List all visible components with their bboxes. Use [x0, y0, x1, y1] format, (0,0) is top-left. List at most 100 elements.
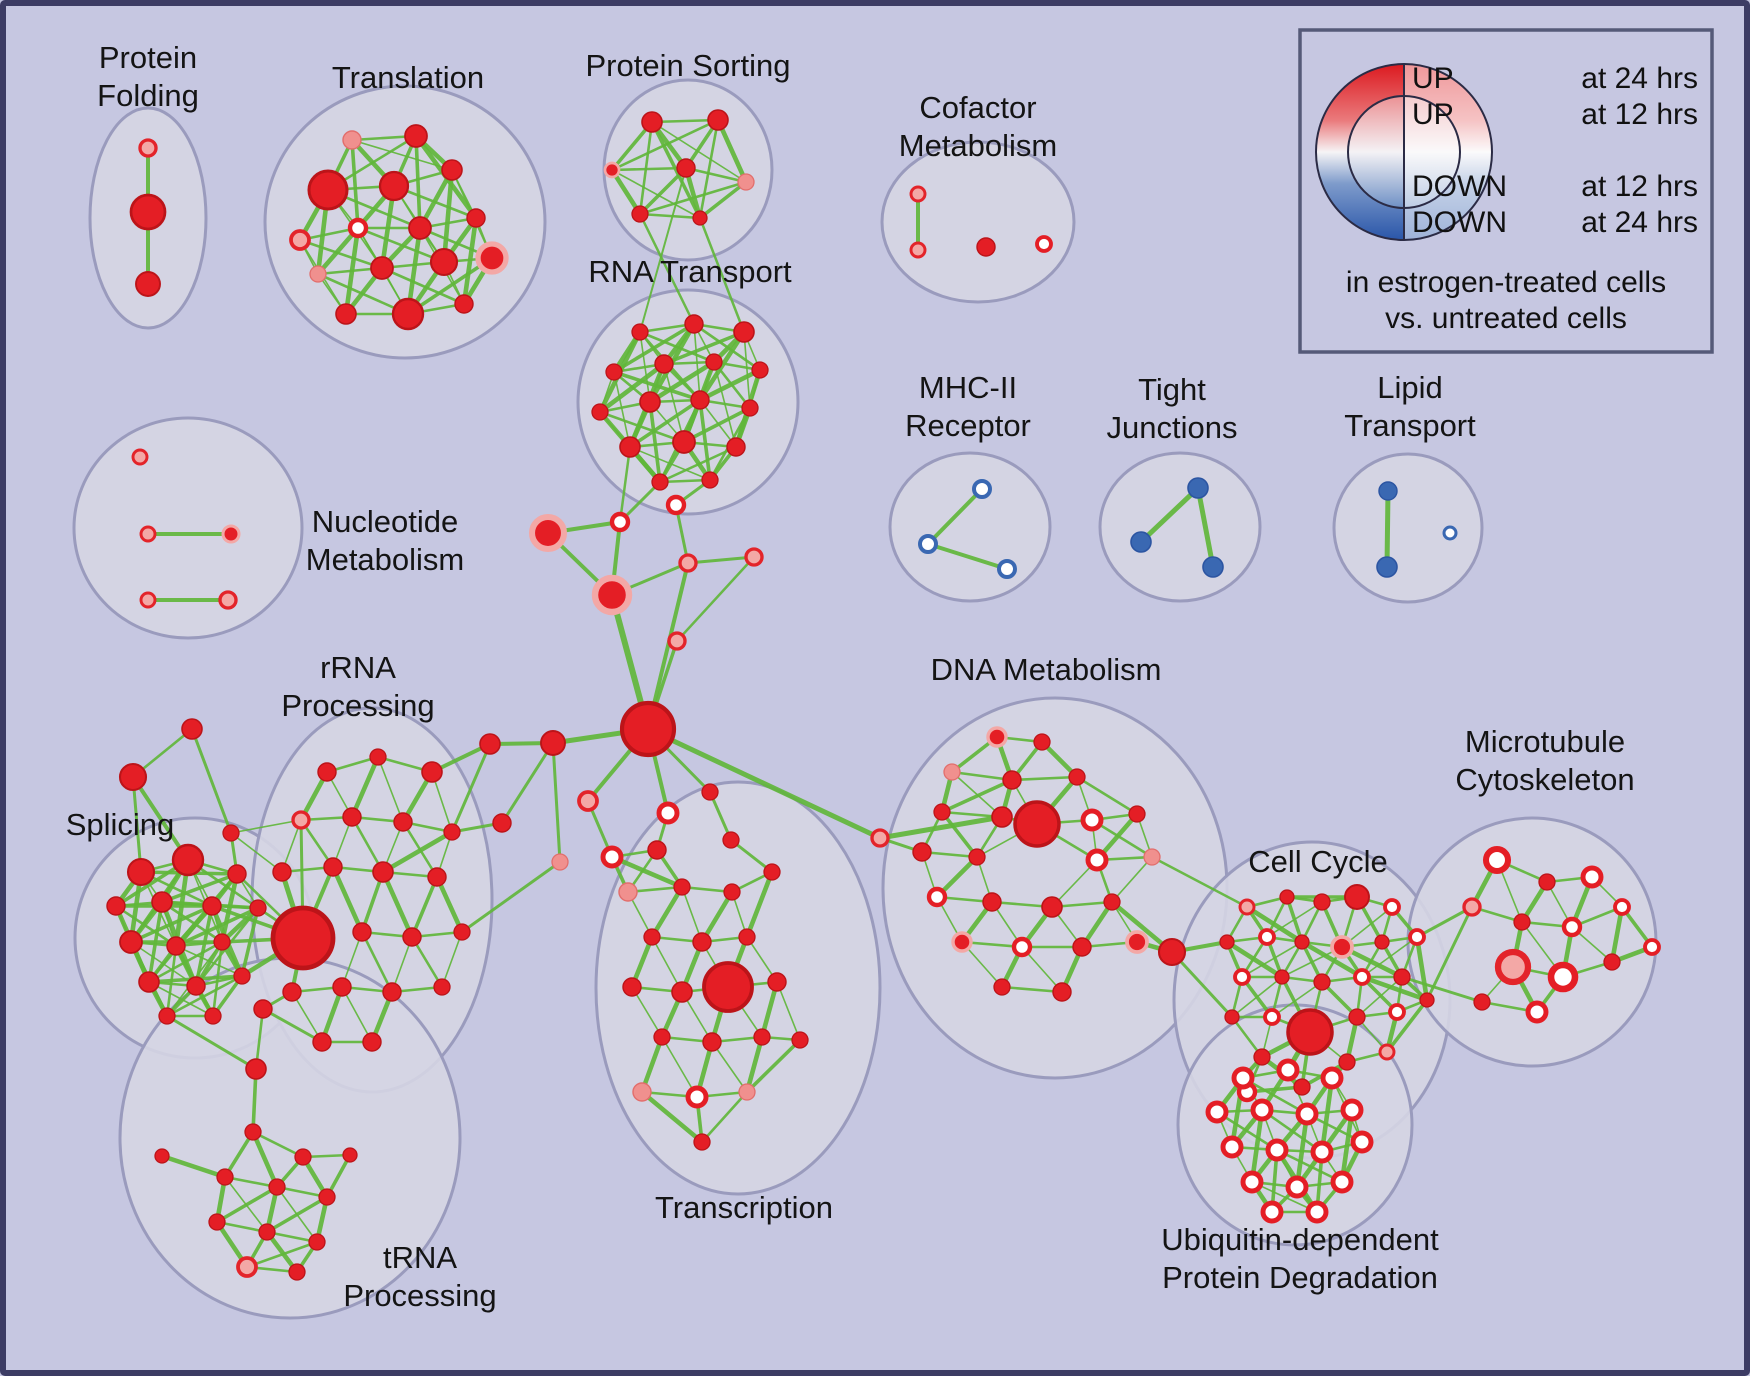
edge — [611, 169, 701, 219]
node — [1293, 1078, 1311, 1096]
edge — [926, 487, 984, 546]
node — [1482, 845, 1512, 875]
node — [676, 158, 696, 178]
edge — [711, 1041, 748, 1093]
edge — [1384, 488, 1391, 570]
node — [641, 111, 663, 133]
node — [976, 237, 996, 257]
cluster-label-dna: DNA Metabolism — [931, 652, 1162, 687]
legend-row-label-1: UP — [1412, 98, 1454, 131]
node — [918, 534, 938, 554]
node — [723, 883, 741, 901]
node — [393, 812, 413, 832]
edge — [639, 1034, 665, 1095]
edge — [638, 212, 702, 220]
node — [693, 1133, 711, 1151]
node — [453, 923, 471, 941]
node — [1330, 935, 1354, 959]
node — [294, 1148, 312, 1166]
node — [258, 1223, 276, 1241]
node — [475, 241, 509, 275]
node — [1320, 1066, 1344, 1090]
legend-row-time-2: at 12 hrs — [1581, 170, 1698, 203]
legend-caption-line-1: in estrogen-treated cells — [1346, 266, 1666, 299]
node — [119, 930, 143, 954]
node — [1143, 848, 1161, 866]
node — [1035, 235, 1053, 253]
legend-row-label-2: DOWN — [1412, 170, 1507, 203]
bridge-edge — [1170, 950, 1234, 1019]
legend-row-time-3: at 24 hrs — [1581, 206, 1698, 239]
node — [131, 448, 149, 466]
edge — [330, 864, 365, 935]
node — [672, 430, 696, 454]
edge — [360, 930, 394, 994]
edge — [410, 875, 439, 939]
node — [382, 982, 402, 1002]
node — [1263, 1008, 1281, 1026]
node — [270, 905, 336, 971]
node — [1072, 937, 1092, 957]
edge — [223, 1130, 255, 1179]
node — [307, 169, 349, 211]
node — [651, 473, 669, 491]
edge — [612, 322, 696, 374]
edge — [700, 1090, 749, 1144]
edge — [350, 138, 360, 230]
node — [673, 878, 691, 896]
node — [997, 559, 1017, 579]
node — [744, 547, 764, 567]
node — [737, 173, 755, 191]
edge — [251, 1130, 305, 1159]
edge — [609, 167, 643, 217]
node — [1338, 1053, 1356, 1071]
node — [372, 861, 394, 883]
node — [943, 763, 961, 781]
node — [1348, 1008, 1366, 1026]
edge — [698, 118, 720, 220]
node — [1080, 808, 1104, 832]
node — [378, 170, 410, 202]
node — [139, 591, 157, 609]
node — [1513, 913, 1531, 931]
edge — [319, 984, 345, 1045]
bridge-edge — [638, 212, 696, 326]
node — [738, 1083, 756, 1101]
node — [701, 783, 719, 801]
node — [1258, 928, 1276, 946]
bridge-edge — [460, 860, 562, 934]
node — [600, 845, 624, 869]
cluster-ellipse-tight — [1098, 451, 1262, 603]
node — [591, 403, 609, 421]
node — [1130, 531, 1152, 553]
node — [126, 857, 156, 887]
cluster-label-trans: Transcription — [655, 1190, 833, 1225]
bridge-edge — [1400, 975, 1484, 1004]
edge — [1609, 904, 1625, 965]
node — [1419, 992, 1435, 1008]
bridge-edge — [729, 838, 774, 874]
node — [1378, 1043, 1396, 1061]
node — [1125, 930, 1149, 954]
node — [213, 933, 231, 951]
node — [249, 899, 267, 917]
edge — [1414, 934, 1430, 1003]
bridge-edge — [646, 561, 690, 731]
node — [1220, 1135, 1244, 1159]
node — [678, 553, 698, 573]
node — [323, 857, 343, 877]
edge — [230, 832, 283, 873]
node — [1253, 1048, 1271, 1066]
node — [408, 216, 432, 240]
node — [427, 867, 447, 887]
edge — [610, 118, 720, 172]
node — [622, 977, 642, 997]
node — [342, 807, 362, 827]
edge — [613, 371, 631, 448]
edge — [406, 256, 494, 316]
